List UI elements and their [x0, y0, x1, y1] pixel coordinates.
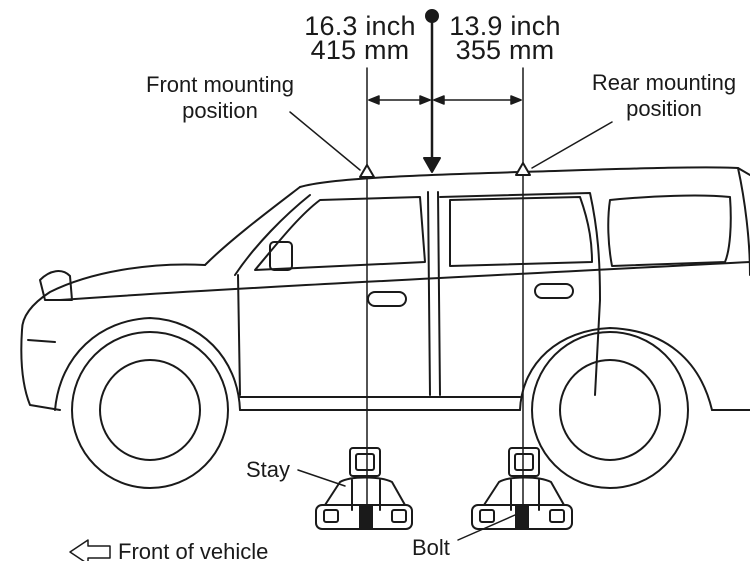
front-of-vehicle-label: Front of vehicle: [118, 539, 269, 564]
front-stay-bracket: [315, 447, 413, 530]
stay-label: Stay: [246, 457, 291, 482]
front-dimension-inch: 16.3 inch: [304, 11, 416, 41]
rear-mounting-line2: position: [626, 96, 702, 121]
front-dimension-arrow: [368, 95, 431, 105]
rear-dimension-inch: 13.9 inch: [449, 11, 561, 41]
arrow-left-outline-icon: [69, 539, 111, 561]
front-mounting-position-label: Front mounting position: [125, 72, 315, 124]
stay-leader: [297, 469, 346, 487]
bolt-label: Bolt: [412, 535, 450, 560]
center-dot-icon: [423, 9, 441, 173]
rear-dimension-arrow: [433, 95, 522, 105]
front-dimension-label: 16.3 inch 415 mm: [300, 11, 420, 65]
rear-mounting-line1: Rear mounting: [591, 70, 737, 95]
front-mounting-line2: position: [182, 98, 258, 123]
rear-dimension-label: 13.9 inch 355 mm: [445, 11, 565, 65]
bolt-leader: [457, 514, 516, 541]
rear-mounting-position-label: Rear mounting position: [580, 70, 748, 122]
rear-mounting-leader: [531, 121, 613, 169]
front-mounting-leader: [289, 111, 361, 171]
mounting-triangle-icon: [515, 162, 531, 176]
vehicle-body: [20, 166, 750, 411]
front-wheel: [71, 331, 229, 489]
front-mounting-line1: Front mounting: [146, 72, 294, 97]
rear-wheel: [531, 331, 689, 489]
mounting-triangle-icon: [359, 164, 375, 178]
rear-dimension-mm: 355 mm: [455, 35, 555, 65]
front-dimension-mm: 415 mm: [310, 35, 410, 65]
rear-stay-bracket: [471, 447, 573, 530]
